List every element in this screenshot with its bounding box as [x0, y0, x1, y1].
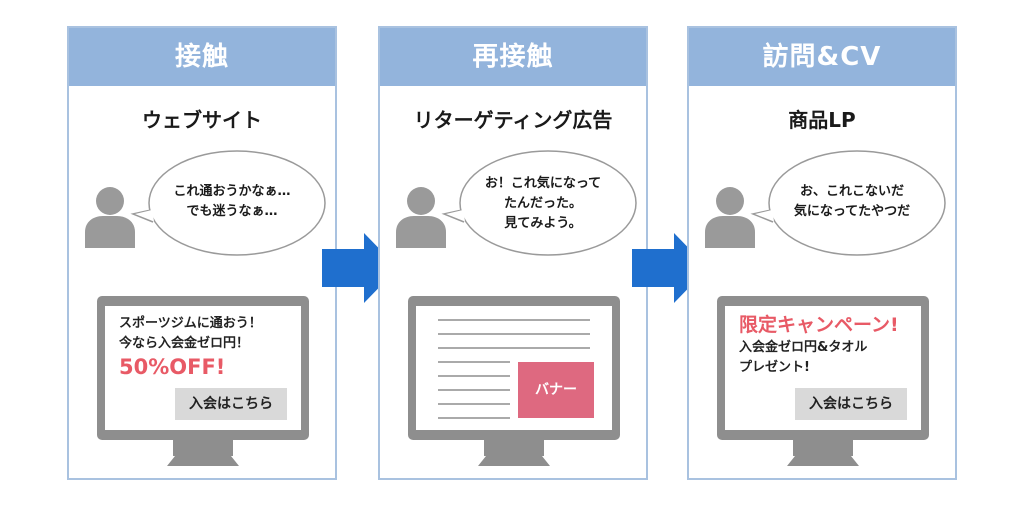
ad-highlight: 50%OFF! [119, 355, 226, 379]
text-lines-icon [438, 319, 590, 419]
monitor-screen: 限定キャンペーン! 入会金ゼロ円&タオル プレゼント! 入会はこちら [725, 306, 921, 430]
step-header: 再接触 [380, 28, 646, 86]
step-header: 接触 [69, 28, 335, 86]
speech-line: でも迷うなぁ… [186, 204, 278, 219]
step-header: 訪問&CV [689, 28, 955, 86]
ad-banner[interactable]: バナー [518, 362, 594, 418]
ad-text-line: スポーツジムに通おう！ [119, 316, 262, 331]
speech-line: 見てみよう。 [504, 216, 582, 231]
speech-text: お！これ気になって たんだった。 見てみよう。 [458, 174, 628, 234]
step-subtitle: ウェブサイト [142, 108, 262, 132]
step-panel-recontact: 再接触 リターゲティング広告 お！これ気になって たんだった。 見てみよう。 バ… [378, 26, 648, 480]
ad-text-line: 入会金ゼロ円&タオル [739, 340, 868, 355]
speech-line: お、これこないだ [799, 184, 904, 199]
step-panel-contact: 接触 ウェブサイト これ通おうかなぁ… でも迷うなぁ… スポーツジムに通おう！ … [67, 26, 337, 480]
speech-line: これ通おうかなぁ… [173, 184, 291, 199]
speech-line: 気になってたやつだ [793, 204, 911, 219]
step-subtitle: 商品LP [788, 108, 856, 132]
step-subtitle: リターゲティング広告 [413, 108, 613, 132]
speech-line: たんだった。 [503, 196, 582, 211]
step-panel-visit-cv: 訪問&CV 商品LP お、これこないだ 気になってたやつだ 限定キャンペーン! … [687, 26, 957, 480]
monitor-screen: スポーツジムに通おう！ 今なら入会金ゼロ円！ 50%OFF! 入会はこちら [105, 306, 301, 430]
join-button[interactable]: 入会はこちら [175, 388, 287, 420]
speech-text: お、これこないだ 気になってたやつだ [767, 182, 937, 222]
ad-text-line: 今なら入会金ゼロ円！ [119, 336, 250, 351]
speech-line: お！これ気になって [484, 176, 602, 191]
speech-text: これ通おうかなぁ… でも迷うなぁ… [147, 182, 317, 222]
monitor-screen: バナー [416, 306, 612, 430]
ad-highlight: 限定キャンペーン! [739, 314, 899, 336]
ad-text-line: プレゼント! [739, 360, 810, 375]
join-button[interactable]: 入会はこちら [795, 388, 907, 420]
